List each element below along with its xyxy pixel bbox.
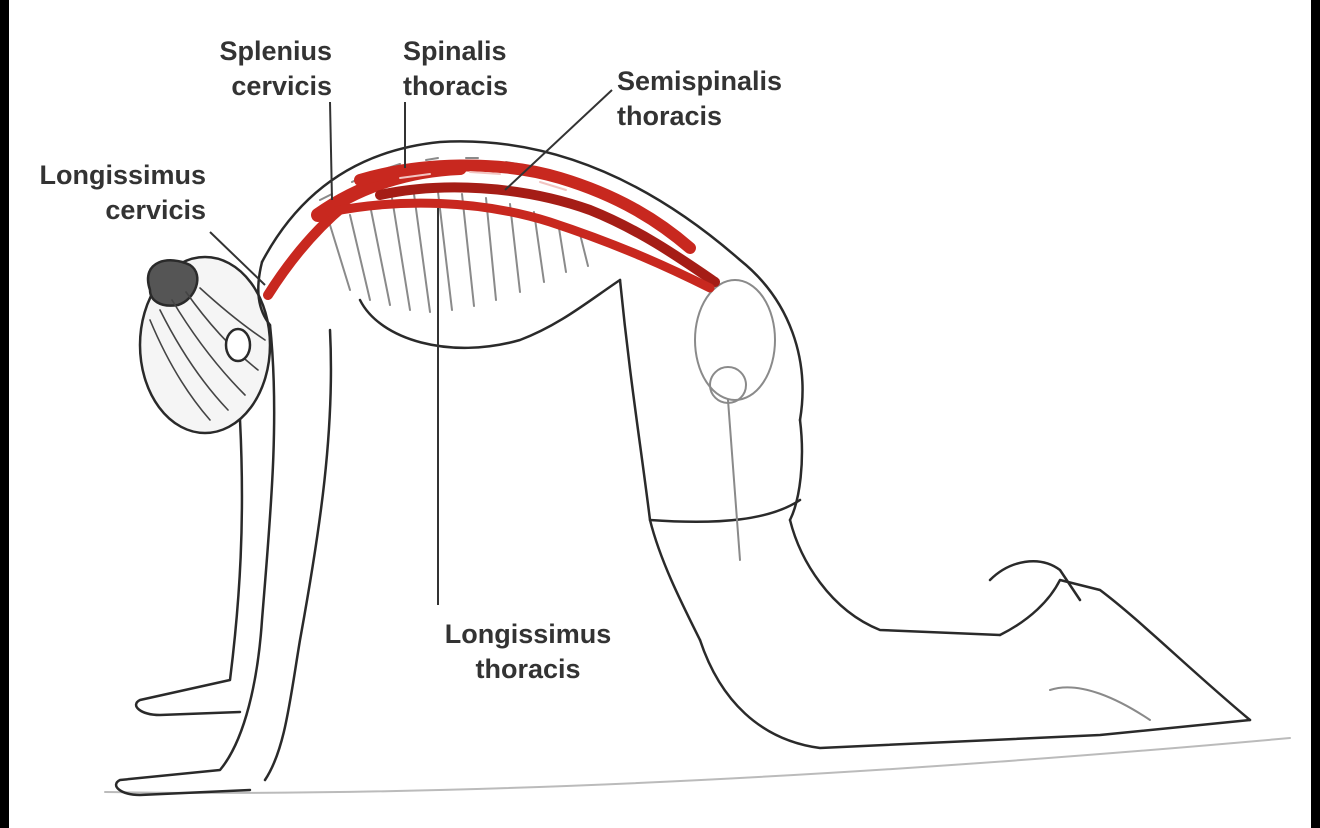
label-line: thoracis — [403, 71, 509, 101]
hip-and-thigh — [618, 278, 804, 642]
rib-cage — [329, 191, 589, 313]
floor-shadow — [104, 737, 1291, 794]
spinalis-thoracis-muscle — [354, 159, 696, 254]
label-longissimus-cervicis: Longissimus cervicis — [30, 158, 206, 228]
label-line: cervicis — [105, 195, 206, 225]
hair-bun — [146, 259, 199, 307]
left-border — [0, 0, 9, 828]
label-line: thoracis — [617, 101, 723, 131]
front-arm-far — [134, 418, 244, 717]
ear — [224, 327, 252, 363]
head — [138, 255, 272, 435]
back-contour — [260, 140, 804, 422]
neck — [257, 260, 272, 327]
label-line: cervicis — [231, 71, 332, 101]
label-line: Splenius — [219, 36, 332, 66]
label-line: Semispinalis — [617, 66, 783, 96]
label-spinalis-thoracis: Spinalis thoracis — [403, 34, 533, 104]
belly-contour — [358, 278, 622, 350]
label-semispinalis-thoracis: Semispinalis thoracis — [617, 64, 807, 134]
lower-leg-and-foot — [698, 518, 1252, 750]
leader-semispinalis-thoracis — [504, 89, 613, 191]
hip-joint — [709, 366, 747, 404]
label-splenius-cervicis: Splenius cervicis — [196, 34, 332, 104]
highlighted-muscles — [263, 159, 720, 300]
leader-lines — [209, 89, 613, 605]
label-longissimus-thoracis: Longissimus thoracis — [430, 617, 626, 687]
longissimus-thoracis-muscle — [325, 198, 715, 293]
label-line: Longissimus — [444, 619, 612, 649]
label-line: thoracis — [475, 654, 581, 684]
right-border — [1311, 0, 1320, 828]
leader-splenius-cervicis — [329, 101, 333, 201]
label-line: Longissimus — [39, 160, 206, 190]
front-arm-near — [114, 323, 276, 797]
semispinalis-thoracis-muscle — [375, 182, 720, 287]
leader-longissimus-cervicis — [209, 231, 266, 286]
pelvis — [694, 279, 776, 401]
longissimus-cervicis-muscle — [263, 200, 350, 300]
muscle-highlights — [399, 171, 567, 191]
label-line: Spinalis — [403, 36, 507, 66]
